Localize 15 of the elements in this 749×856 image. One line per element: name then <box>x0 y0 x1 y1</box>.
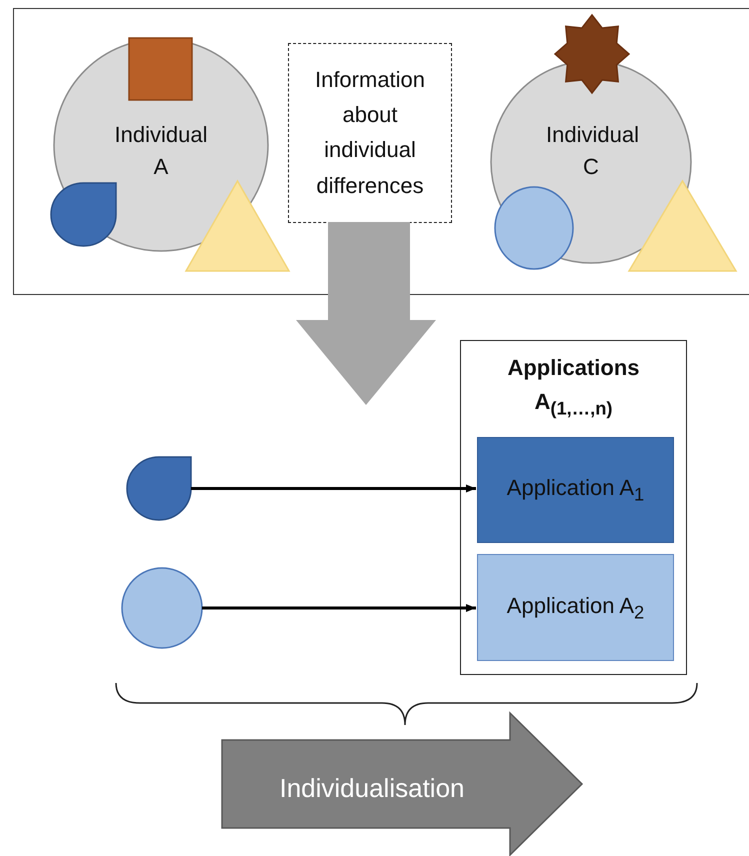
application-box <box>477 437 674 543</box>
block-arrow <box>296 222 436 405</box>
application-label: Application A$_{2}$ <box>506 592 646 624</box>
application-box <box>477 554 674 661</box>
person-label: Individual C <box>546 121 636 181</box>
panel-heading: Applications A$_{(1,…,n)}$ <box>506 354 640 420</box>
info-box <box>288 43 452 223</box>
applications-panel <box>460 340 687 675</box>
arrow <box>191 484 476 492</box>
panel-frame <box>13 8 749 295</box>
arrow <box>202 604 476 612</box>
info-text: Information about individual differences <box>314 66 426 200</box>
person-label: Individual A <box>114 121 208 181</box>
application-label: Application A$_{1}$ <box>506 474 646 506</box>
arrow-label: Individualisation <box>278 773 466 804</box>
